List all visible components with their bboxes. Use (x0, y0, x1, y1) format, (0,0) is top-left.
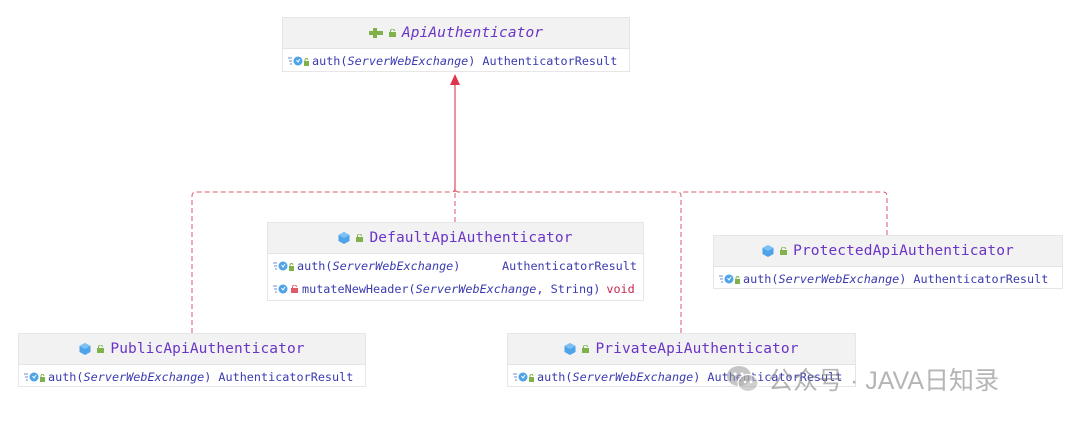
wechat-icon (727, 366, 759, 393)
method-row[interactable]: auth(ServerWebExchange) AuthenticatorRes… (283, 49, 629, 72)
method-return-type: AuthenticatorResult (482, 53, 618, 68)
method-param: ServerWebExchange (415, 281, 537, 296)
method-row[interactable]: mutateNewHeader(ServerWebExchange, Strin… (268, 277, 643, 300)
method-return-type: AuthenticatorResult (218, 369, 354, 384)
watermark: 公众号 · JAVA日知录 (726, 361, 999, 397)
protected-implements-line (681, 191, 888, 235)
method-row[interactable]: auth(ServerWebExchange) AuthenticatorRes… (19, 365, 365, 388)
class-box-publicapiauthenticator[interactable]: PublicApiAuthenticator auth(ServerWebExc… (18, 333, 366, 387)
private-implements-line (454, 187, 682, 333)
method-icon (273, 284, 288, 293)
interface-name: ApiAuthenticator (401, 25, 544, 41)
class-name: ProtectedApiAuthenticator (793, 243, 1014, 259)
public-lock-icon (388, 29, 396, 37)
class-header: DefaultApiAuthenticator (268, 223, 643, 254)
method-param: ServerWebExchange (347, 53, 469, 68)
class-icon (338, 232, 350, 244)
class-name: PublicApiAuthenticator (110, 341, 305, 357)
method-row[interactable]: auth(ServerWebExchange) AuthenticatorRes… (714, 267, 1062, 290)
interface-header: ApiAuthenticator (283, 18, 629, 49)
private-lock-icon (291, 284, 298, 293)
class-header: PrivateApiAuthenticator (508, 334, 855, 365)
interface-box-apiauthenticator[interactable]: ApiAuthenticator auth(ServerWebExchange)… (282, 17, 630, 72)
method-return-type: AuthenticatorResult (502, 258, 637, 273)
method-param: ServerWebExchange (778, 271, 900, 286)
method-name: mutateNewHeader (302, 281, 409, 296)
method-name: auth (537, 369, 566, 384)
public-lock-icon (780, 247, 788, 255)
method-name: auth (743, 271, 772, 286)
method-icon (273, 261, 294, 271)
public-implements-line (191, 187, 456, 333)
class-box-defaultapiauthenticator[interactable]: DefaultApiAuthenticator auth(ServerWebEx… (267, 222, 644, 301)
method-icon (719, 274, 740, 284)
class-icon (762, 245, 774, 257)
public-lock-icon (582, 345, 590, 353)
method-name: auth (312, 53, 341, 68)
method-return-type: void (606, 281, 635, 296)
public-lock-icon (97, 345, 105, 353)
method-param: ServerWebExchange (572, 369, 694, 384)
method-icon (288, 56, 309, 66)
method-icon (513, 372, 534, 382)
watermark-text: 公众号 · JAVA日知录 (768, 367, 1000, 395)
method-row[interactable]: auth(ServerWebExchange) AuthenticatorRes… (268, 254, 643, 277)
public-lock-icon (356, 234, 364, 242)
class-name: DefaultApiAuthenticator (369, 230, 573, 246)
method-extra-param: , String (536, 281, 594, 296)
method-name: auth (297, 258, 326, 273)
interface-icon (368, 28, 383, 38)
method-return-type: AuthenticatorResult (913, 271, 1049, 286)
method-param: ServerWebExchange (332, 258, 454, 273)
implements-arrowhead (450, 74, 460, 85)
class-header: ProtectedApiAuthenticator (714, 236, 1062, 267)
class-name: PrivateApiAuthenticator (595, 341, 799, 357)
method-icon (24, 372, 45, 382)
class-icon (79, 343, 91, 355)
method-name: auth (48, 369, 77, 384)
class-header: PublicApiAuthenticator (19, 334, 365, 365)
class-box-protectedapiauthenticator[interactable]: ProtectedApiAuthenticator auth(ServerWeb… (713, 235, 1063, 289)
method-param: ServerWebExchange (83, 369, 205, 384)
class-icon (564, 343, 576, 355)
